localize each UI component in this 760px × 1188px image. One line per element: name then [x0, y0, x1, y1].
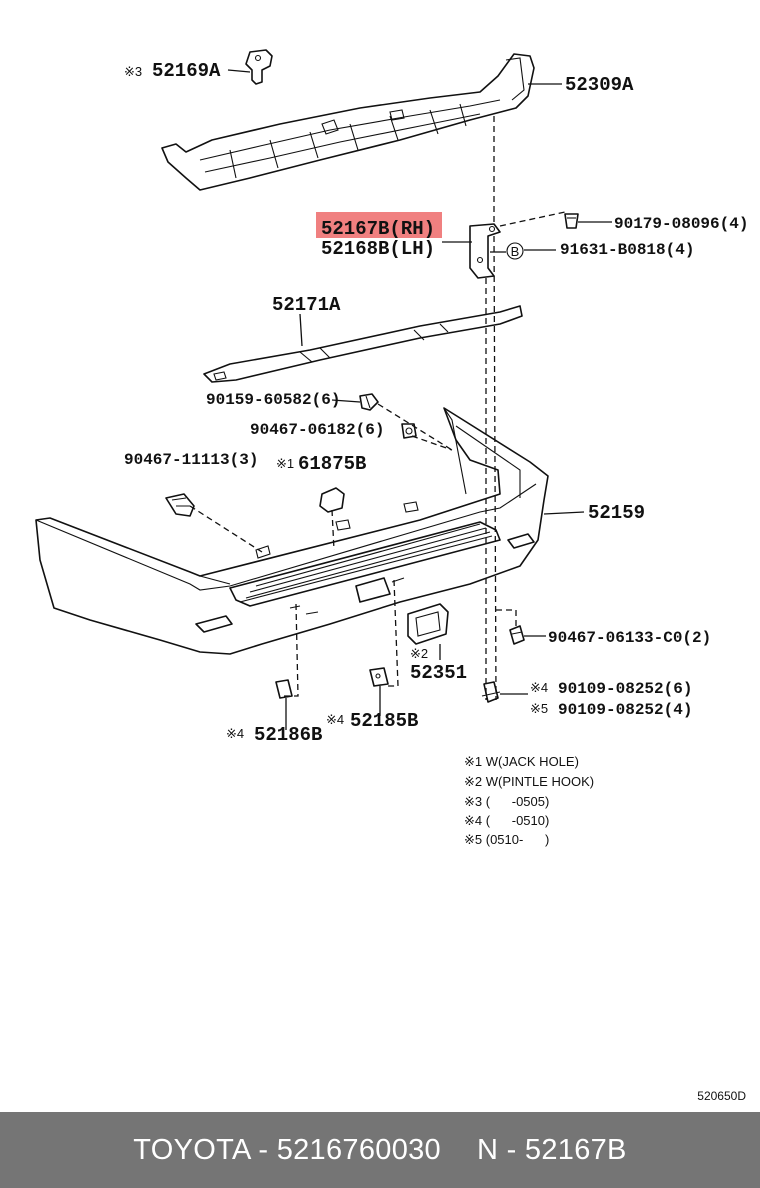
- part-61875B-cover[interactable]: [319, 487, 345, 513]
- part-52351-cover[interactable]: [407, 603, 449, 645]
- footer-part-number: TOYOTA - 5216760030: [133, 1133, 441, 1166]
- marker-2-52351: ※2: [410, 646, 428, 661]
- part-52309A-skid-plate[interactable]: [161, 53, 535, 191]
- label-61875B[interactable]: 61875B: [298, 453, 366, 475]
- marker-4-52186B: ※4: [226, 726, 244, 741]
- part-90467-06133-clip[interactable]: [509, 625, 525, 645]
- part-52167B-bracket[interactable]: [469, 223, 501, 279]
- label-52185B[interactable]: 52185B: [350, 710, 418, 732]
- label-90467-06182[interactable]: 90467-06182(6): [250, 421, 384, 439]
- label-90467-06133-C0[interactable]: 90467-06133-C0(2): [548, 629, 711, 647]
- parts-diagram: B ※3 52169A 52309A 52167B(RH) 52168B(LH)…: [35, 49, 748, 1103]
- circle-b-label: B: [511, 244, 520, 259]
- circle-b-marker: B: [506, 242, 524, 260]
- label-90159-60582[interactable]: 90159-60582(6): [206, 391, 340, 409]
- part-90159-screw[interactable]: [359, 393, 379, 411]
- label-52186B[interactable]: 52186B: [254, 724, 322, 746]
- part-90179-nut[interactable]: [564, 213, 579, 229]
- marker-3-52169A: ※3: [124, 64, 142, 79]
- footnote-2: ※2 W(PINTLE HOOK): [464, 774, 594, 789]
- part-52171A-reinforcement[interactable]: [203, 305, 523, 383]
- footnote-1: ※1 W(JACK HOLE): [464, 754, 579, 769]
- marker-1-61875B: ※1: [276, 456, 294, 471]
- label-52351[interactable]: 52351: [410, 662, 467, 684]
- part-90109-bolt[interactable]: [481, 681, 501, 703]
- part-52186B-bracket[interactable]: [275, 679, 293, 699]
- dashed-assembly-lines: [189, 116, 566, 701]
- part-90467-06182-clip[interactable]: [401, 423, 417, 439]
- diagram-code: 520650D: [697, 1089, 746, 1103]
- part-52185B-bracket[interactable]: [369, 667, 389, 687]
- label-90109-08252-a[interactable]: 90109-08252(6): [558, 680, 692, 698]
- marker-5-90109: ※5: [530, 701, 548, 716]
- footnote-5: ※5 (0510- ): [464, 832, 549, 847]
- label-52168B[interactable]: 52168B(LH): [321, 238, 435, 260]
- part-90467-11113-clip[interactable]: [165, 493, 195, 517]
- label-90109-08252-b[interactable]: 90109-08252(4): [558, 701, 692, 719]
- selected-part-highlight: [316, 212, 442, 238]
- part-52159-bumper[interactable]: [35, 407, 549, 655]
- leader-lines: [227, 69, 612, 730]
- footnote-3: ※3 ( -0505): [464, 794, 549, 809]
- part-52169A-bracket[interactable]: [245, 49, 273, 85]
- label-90179-08096[interactable]: 90179-08096(4): [614, 215, 748, 233]
- label-52309A[interactable]: 52309A: [565, 74, 634, 96]
- footnote-4: ※4 ( -0510): [464, 813, 549, 828]
- label-52171A[interactable]: 52171A: [272, 294, 341, 316]
- marker-4-52185B: ※4: [326, 712, 344, 727]
- label-90467-11113[interactable]: 90467-11113(3): [124, 451, 258, 469]
- label-52159[interactable]: 52159: [588, 502, 645, 524]
- footer-part-code: N - 52167B: [477, 1133, 627, 1166]
- label-91631-B0818[interactable]: 91631-B0818(4): [560, 241, 694, 259]
- part-number-footer: TOYOTA - 5216760030 N - 52167B: [0, 1112, 760, 1188]
- marker-4-90109: ※4: [530, 680, 548, 695]
- label-52167B[interactable]: 52167B(RH): [321, 218, 435, 240]
- label-52169A[interactable]: 52169A: [152, 60, 221, 82]
- footnotes: ※1 W(JACK HOLE) ※2 W(PINTLE HOOK) ※3 ( -…: [464, 754, 594, 847]
